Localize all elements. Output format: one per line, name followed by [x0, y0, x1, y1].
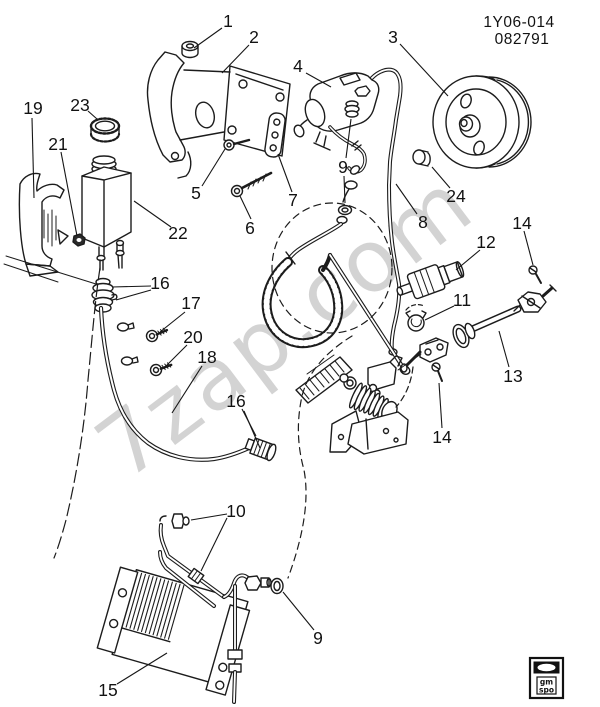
bolt14b-drawing [431, 362, 443, 382]
part-label-19: 19 [23, 98, 42, 118]
leader-line-part-2 [221, 44, 250, 74]
part-label-9: 9 [313, 628, 323, 648]
leader-line-part-17 [159, 311, 186, 333]
leader-line-part-5 [201, 148, 226, 187]
part-label-3: 3 [388, 27, 398, 47]
bolt6-drawing [230, 171, 273, 198]
bolt5-drawing [223, 138, 251, 151]
part-label-14: 14 [432, 427, 452, 447]
part-label-7: 7 [288, 190, 298, 210]
part-label-24: 24 [446, 186, 466, 206]
part-label-9: 9 [338, 157, 348, 177]
leader-line-part-9 [282, 591, 315, 631]
logo-text-gm: gm [540, 678, 553, 687]
reference-dashed-lines [3, 202, 425, 579]
cooler-pipe-18-drawing [98, 305, 252, 462]
part-label-17: 17 [181, 293, 200, 313]
leader-line-part-14 [438, 382, 443, 429]
leader-line-part-8 [395, 183, 418, 215]
leader-line-part-1 [193, 27, 223, 49]
reservoir-drawing [81, 155, 132, 271]
part-label-8: 8 [418, 212, 428, 232]
leader-line-part-12 [455, 249, 481, 271]
part-label-2: 2 [249, 27, 259, 47]
leader-line-part-9 [345, 118, 352, 159]
screw17-drawing [145, 327, 169, 343]
drawing-layer [3, 40, 557, 704]
gm-spo-logo: gm spo [528, 656, 565, 700]
spacer-drawing [412, 149, 431, 167]
fluid-cooler-drawing [96, 566, 251, 696]
leader-line-part-20 [163, 344, 188, 369]
leader-line-part-21 [60, 151, 78, 237]
leader-line-part-4 [305, 72, 332, 88]
bracket19-drawing [18, 172, 69, 277]
leader-line-part-22 [133, 200, 172, 228]
diagram-code: 1Y06-014 [483, 14, 554, 31]
plate7-drawing [264, 112, 286, 158]
o-ring-upper-drawing [337, 204, 353, 216]
bolt14a-drawing [528, 265, 542, 284]
intermediate-shaft-drawing [397, 284, 557, 373]
part-label-15: 15 [98, 680, 117, 700]
screw20-drawing [149, 362, 173, 377]
leader-line-part-6 [239, 195, 252, 220]
pulley-drawing [432, 75, 532, 169]
part-label-4: 4 [293, 56, 303, 76]
leader-line-part-7 [277, 153, 293, 193]
part-label-12: 12 [476, 232, 495, 252]
steering-gear-drawing [295, 354, 409, 455]
part-label-14: 14 [512, 213, 532, 233]
leader-line-part-11 [424, 305, 455, 321]
o-ring-lower-drawing [270, 577, 284, 595]
diagram-date: 082791 [495, 31, 550, 48]
power-steering-pump-drawing [293, 72, 380, 203]
part-label-1: 1 [223, 11, 233, 31]
nut-part1-drawing [181, 40, 199, 59]
leader-line-part-10 [200, 517, 228, 572]
leader-line-part-16 [111, 285, 152, 288]
leader-line-part-16 [243, 410, 261, 449]
part-label-16: 16 [150, 273, 169, 293]
part-label-22: 22 [168, 223, 187, 243]
reservoir-cap-drawing [89, 117, 121, 143]
leader-line-part-16 [115, 289, 152, 301]
part-label-23: 23 [70, 95, 89, 115]
logo-text-spo: spo [539, 686, 554, 695]
watermark-text: 7zap.com [78, 153, 491, 499]
part-label-6: 6 [245, 218, 255, 238]
leader-line-part-10 [190, 513, 228, 521]
leader-line-part-14 [523, 230, 534, 266]
logo-oval [537, 663, 556, 672]
part-label-16: 16 [226, 391, 245, 411]
leader-line-part-18 [171, 365, 203, 414]
cooler-pipes-drawing [158, 513, 272, 704]
part-label-5: 5 [191, 183, 201, 203]
pressure-hose-drawing [261, 215, 411, 375]
leader-line-part-19 [31, 117, 35, 199]
coupling12-drawing [396, 261, 465, 300]
leader-line-part-24 [431, 166, 451, 189]
leader-line-part-3 [399, 43, 449, 97]
part-label-18: 18 [197, 347, 216, 367]
clamp11-drawing [405, 310, 427, 332]
leader-line-part-23 [87, 110, 98, 120]
nut21-drawing [72, 233, 86, 247]
leader-line-part-9 [343, 175, 346, 204]
part-label-11: 11 [453, 290, 471, 310]
leader-line-part-13 [498, 330, 510, 368]
part-label-13: 13 [503, 366, 522, 386]
part-label-21: 21 [48, 134, 67, 154]
leader-line-part-15 [116, 652, 168, 685]
part-label-10: 10 [226, 501, 246, 521]
hose-ferrule-16b-drawing [244, 437, 277, 462]
part-label-20: 20 [183, 327, 203, 347]
